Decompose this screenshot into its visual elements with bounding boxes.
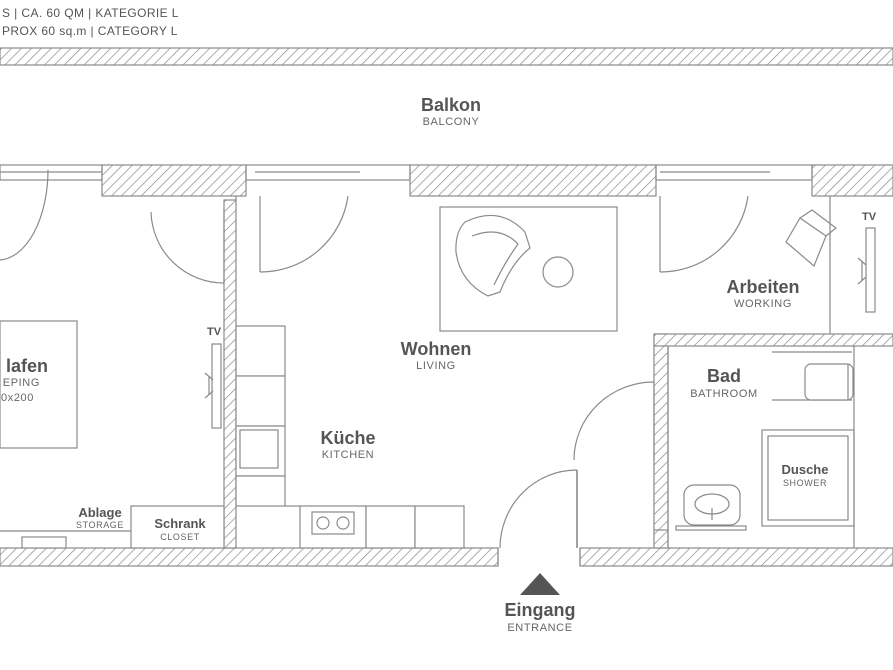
room-ablage-sub: STORAGE [76, 520, 124, 530]
room-schlafen-name: lafen [6, 356, 48, 376]
tv-left [204, 343, 222, 429]
room-wohnen-sub: LIVING [416, 360, 456, 372]
door-swings [0, 169, 749, 566]
cooktop [311, 511, 355, 535]
tv-right [857, 227, 876, 313]
room-balkon-sub: BALCONY [423, 116, 480, 128]
washbasin [683, 484, 741, 526]
room-arbeiten-sub: WORKING [734, 298, 792, 310]
room-balkon-name: Balkon [421, 95, 481, 115]
room-bad-name: Bad [707, 366, 741, 386]
kitchen-sink [239, 429, 279, 469]
armchair [455, 214, 531, 297]
bed-size: 0x200 [1, 392, 34, 404]
header-line-en: PROX 60 sq.m | CATEGORY L [2, 24, 178, 38]
room-dusche-sub: SHOWER [783, 478, 827, 488]
bed [0, 320, 78, 449]
tv-right-label: TV [862, 211, 877, 223]
room-kueche-sub: KITCHEN [322, 449, 374, 461]
rug [439, 206, 618, 332]
room-eingang-name: Eingang [505, 600, 576, 620]
room-schrank-sub: CLOSET [160, 532, 200, 542]
storage-closet [0, 505, 225, 549]
room-dusche-name: Dusche [782, 462, 829, 477]
room-bad-sub: BATHROOM [690, 388, 758, 400]
kitchen-counter [235, 325, 465, 549]
entrance-arrow-icon [520, 573, 560, 595]
living-furniture [439, 206, 618, 332]
header-line-de: S | CA. 60 QM | KATEGORIE L [2, 6, 179, 20]
room-eingang-sub: ENTRANCE [507, 622, 572, 634]
balcony-wall [0, 164, 893, 197]
tv-left-label: TV [207, 326, 222, 338]
balcony-railing [0, 47, 893, 66]
interior-walls [223, 196, 893, 549]
room-schrank-name: Schrank [154, 516, 206, 531]
room-arbeiten-name: Arbeiten [726, 277, 799, 297]
side-table [542, 256, 574, 288]
bathroom-fixtures [654, 346, 855, 548]
room-wohnen-name: Wohnen [401, 339, 472, 359]
room-ablage-name: Ablage [78, 505, 121, 520]
desk-chair [785, 209, 837, 268]
toilet [804, 363, 854, 401]
room-kueche-name: Küche [320, 428, 375, 448]
room-schlafen-sub: EPING [3, 377, 40, 389]
